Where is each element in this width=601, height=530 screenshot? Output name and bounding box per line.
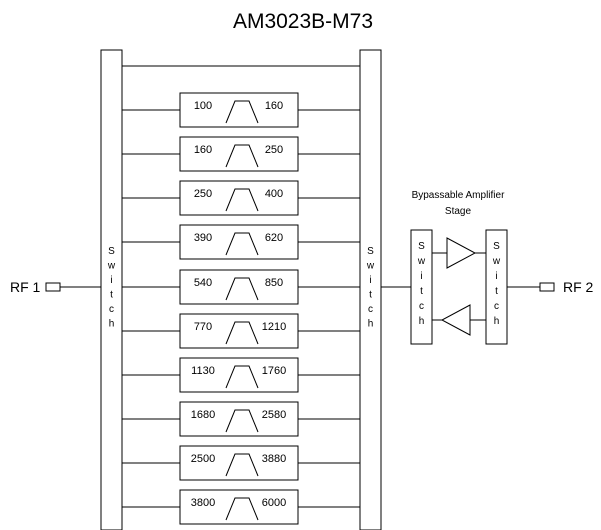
filter-low-freq: 1130 — [191, 365, 215, 377]
filter-high-freq: 400 — [265, 188, 283, 200]
filter-high-freq: 620 — [265, 232, 283, 244]
port-rf2-connector — [539, 282, 555, 292]
filter-high-freq: 6000 — [262, 497, 286, 509]
filter-low-freq: 390 — [194, 232, 212, 244]
amp-output-switch-letter: c — [494, 301, 499, 312]
output-switch-letter: h — [368, 319, 374, 330]
filter-row: 250 400 — [122, 180, 360, 216]
bandpass-icon — [225, 409, 259, 433]
amp-input-switch — [410, 229, 433, 345]
amp-input-switch-letter: h — [419, 316, 425, 327]
filter-low-freq: 3800 — [191, 497, 215, 509]
filter-row: 770 1210 — [122, 313, 360, 349]
bandpass-icon — [225, 232, 259, 256]
filter-row: 3800 6000 — [122, 489, 360, 525]
amp-output-switch-letter: h — [494, 316, 500, 327]
filter-high-freq: 850 — [265, 277, 283, 289]
filter-high-freq: 1760 — [262, 365, 286, 377]
filter-low-freq: 1680 — [191, 409, 215, 421]
filter-row: 390 620 — [122, 224, 360, 260]
bandpass-filter — [179, 313, 299, 349]
filter-low-freq: 160 — [194, 144, 212, 156]
filter-row: 160 250 — [122, 136, 360, 172]
output-switch-letter: t — [369, 290, 372, 301]
diagram-title: AM3023B-M73 — [233, 10, 373, 33]
bandpass-filter — [179, 357, 299, 393]
amp-input-switch-letter: S — [418, 241, 425, 252]
output-switch-letter: i — [369, 275, 371, 286]
filter-bank: 100 160 160 250 250 400 390 620 540 850 770 1210 113… — [122, 92, 360, 525]
bandpass-filter — [179, 136, 299, 172]
amp-input-switch-letter: w — [417, 256, 426, 267]
filter-row: 540 850 — [122, 269, 360, 305]
filter-low-freq: 540 — [194, 277, 212, 289]
bandpass-filter — [179, 269, 299, 305]
bandpass-filter — [179, 180, 299, 216]
bandpass-icon — [225, 188, 259, 212]
bandpass-icon — [225, 100, 259, 124]
amp-output-switch-letter: S — [493, 241, 500, 252]
port-rf1-label: RF 1 — [10, 279, 41, 295]
amp-output-switch-letter: t — [495, 286, 498, 297]
amp-input-switch-letter: i — [420, 271, 422, 282]
output-switch-letter: c — [368, 304, 373, 315]
input-switch-letter: S — [108, 246, 115, 257]
output-switch — [359, 49, 382, 530]
filter-high-freq: 1210 — [262, 321, 286, 333]
input-switch-letter: w — [107, 261, 116, 272]
filter-row: 100 160 — [122, 92, 360, 128]
bandpass-icon — [225, 365, 259, 389]
filter-high-freq: 250 — [265, 144, 283, 156]
filter-high-freq: 3880 — [262, 453, 286, 465]
port-rf1-connector — [45, 282, 61, 292]
amp-output-switch-letter: i — [495, 271, 497, 282]
bandpass-icon — [225, 321, 259, 345]
filter-high-freq: 160 — [265, 100, 283, 112]
filter-row: 2500 3880 — [122, 445, 360, 481]
reverse-amplifier-triangle-icon — [440, 304, 471, 336]
amp-caption-line2: Stage — [445, 206, 472, 217]
filter-low-freq: 2500 — [191, 453, 215, 465]
bandpass-filter — [179, 401, 299, 437]
amp-input-switch-letter: t — [420, 286, 423, 297]
bandpass-filter — [179, 224, 299, 260]
filter-row: 1130 1760 — [122, 357, 360, 393]
amp-output-switch-letter: w — [492, 256, 501, 267]
input-switch — [100, 49, 123, 530]
amplifier-triangle-icon — [446, 237, 477, 269]
bandpass-filter — [179, 445, 299, 481]
amp-input-switch-letter: c — [419, 301, 424, 312]
bandpass-icon — [225, 453, 259, 477]
bandpass-filter — [179, 489, 299, 525]
filter-low-freq: 250 — [194, 188, 212, 200]
input-switch-letter: t — [110, 290, 113, 301]
filter-low-freq: 100 — [194, 100, 212, 112]
input-switch-letter: h — [109, 319, 115, 330]
amp-caption-line1: Bypassable Amplifier — [412, 190, 505, 201]
filter-high-freq: 2580 — [262, 409, 286, 421]
bandpass-filter — [179, 92, 299, 128]
output-switch-letter: S — [367, 246, 374, 257]
input-switch-letter: i — [110, 275, 112, 286]
filter-row: 1680 2580 — [122, 401, 360, 437]
input-switch-letter: c — [109, 304, 114, 315]
bandpass-icon — [225, 497, 259, 521]
output-switch-letter: w — [366, 261, 375, 272]
bandpass-icon — [225, 277, 259, 301]
port-rf2-label: RF 2 — [563, 279, 594, 295]
filter-low-freq: 770 — [194, 321, 212, 333]
bandpass-icon — [225, 144, 259, 168]
